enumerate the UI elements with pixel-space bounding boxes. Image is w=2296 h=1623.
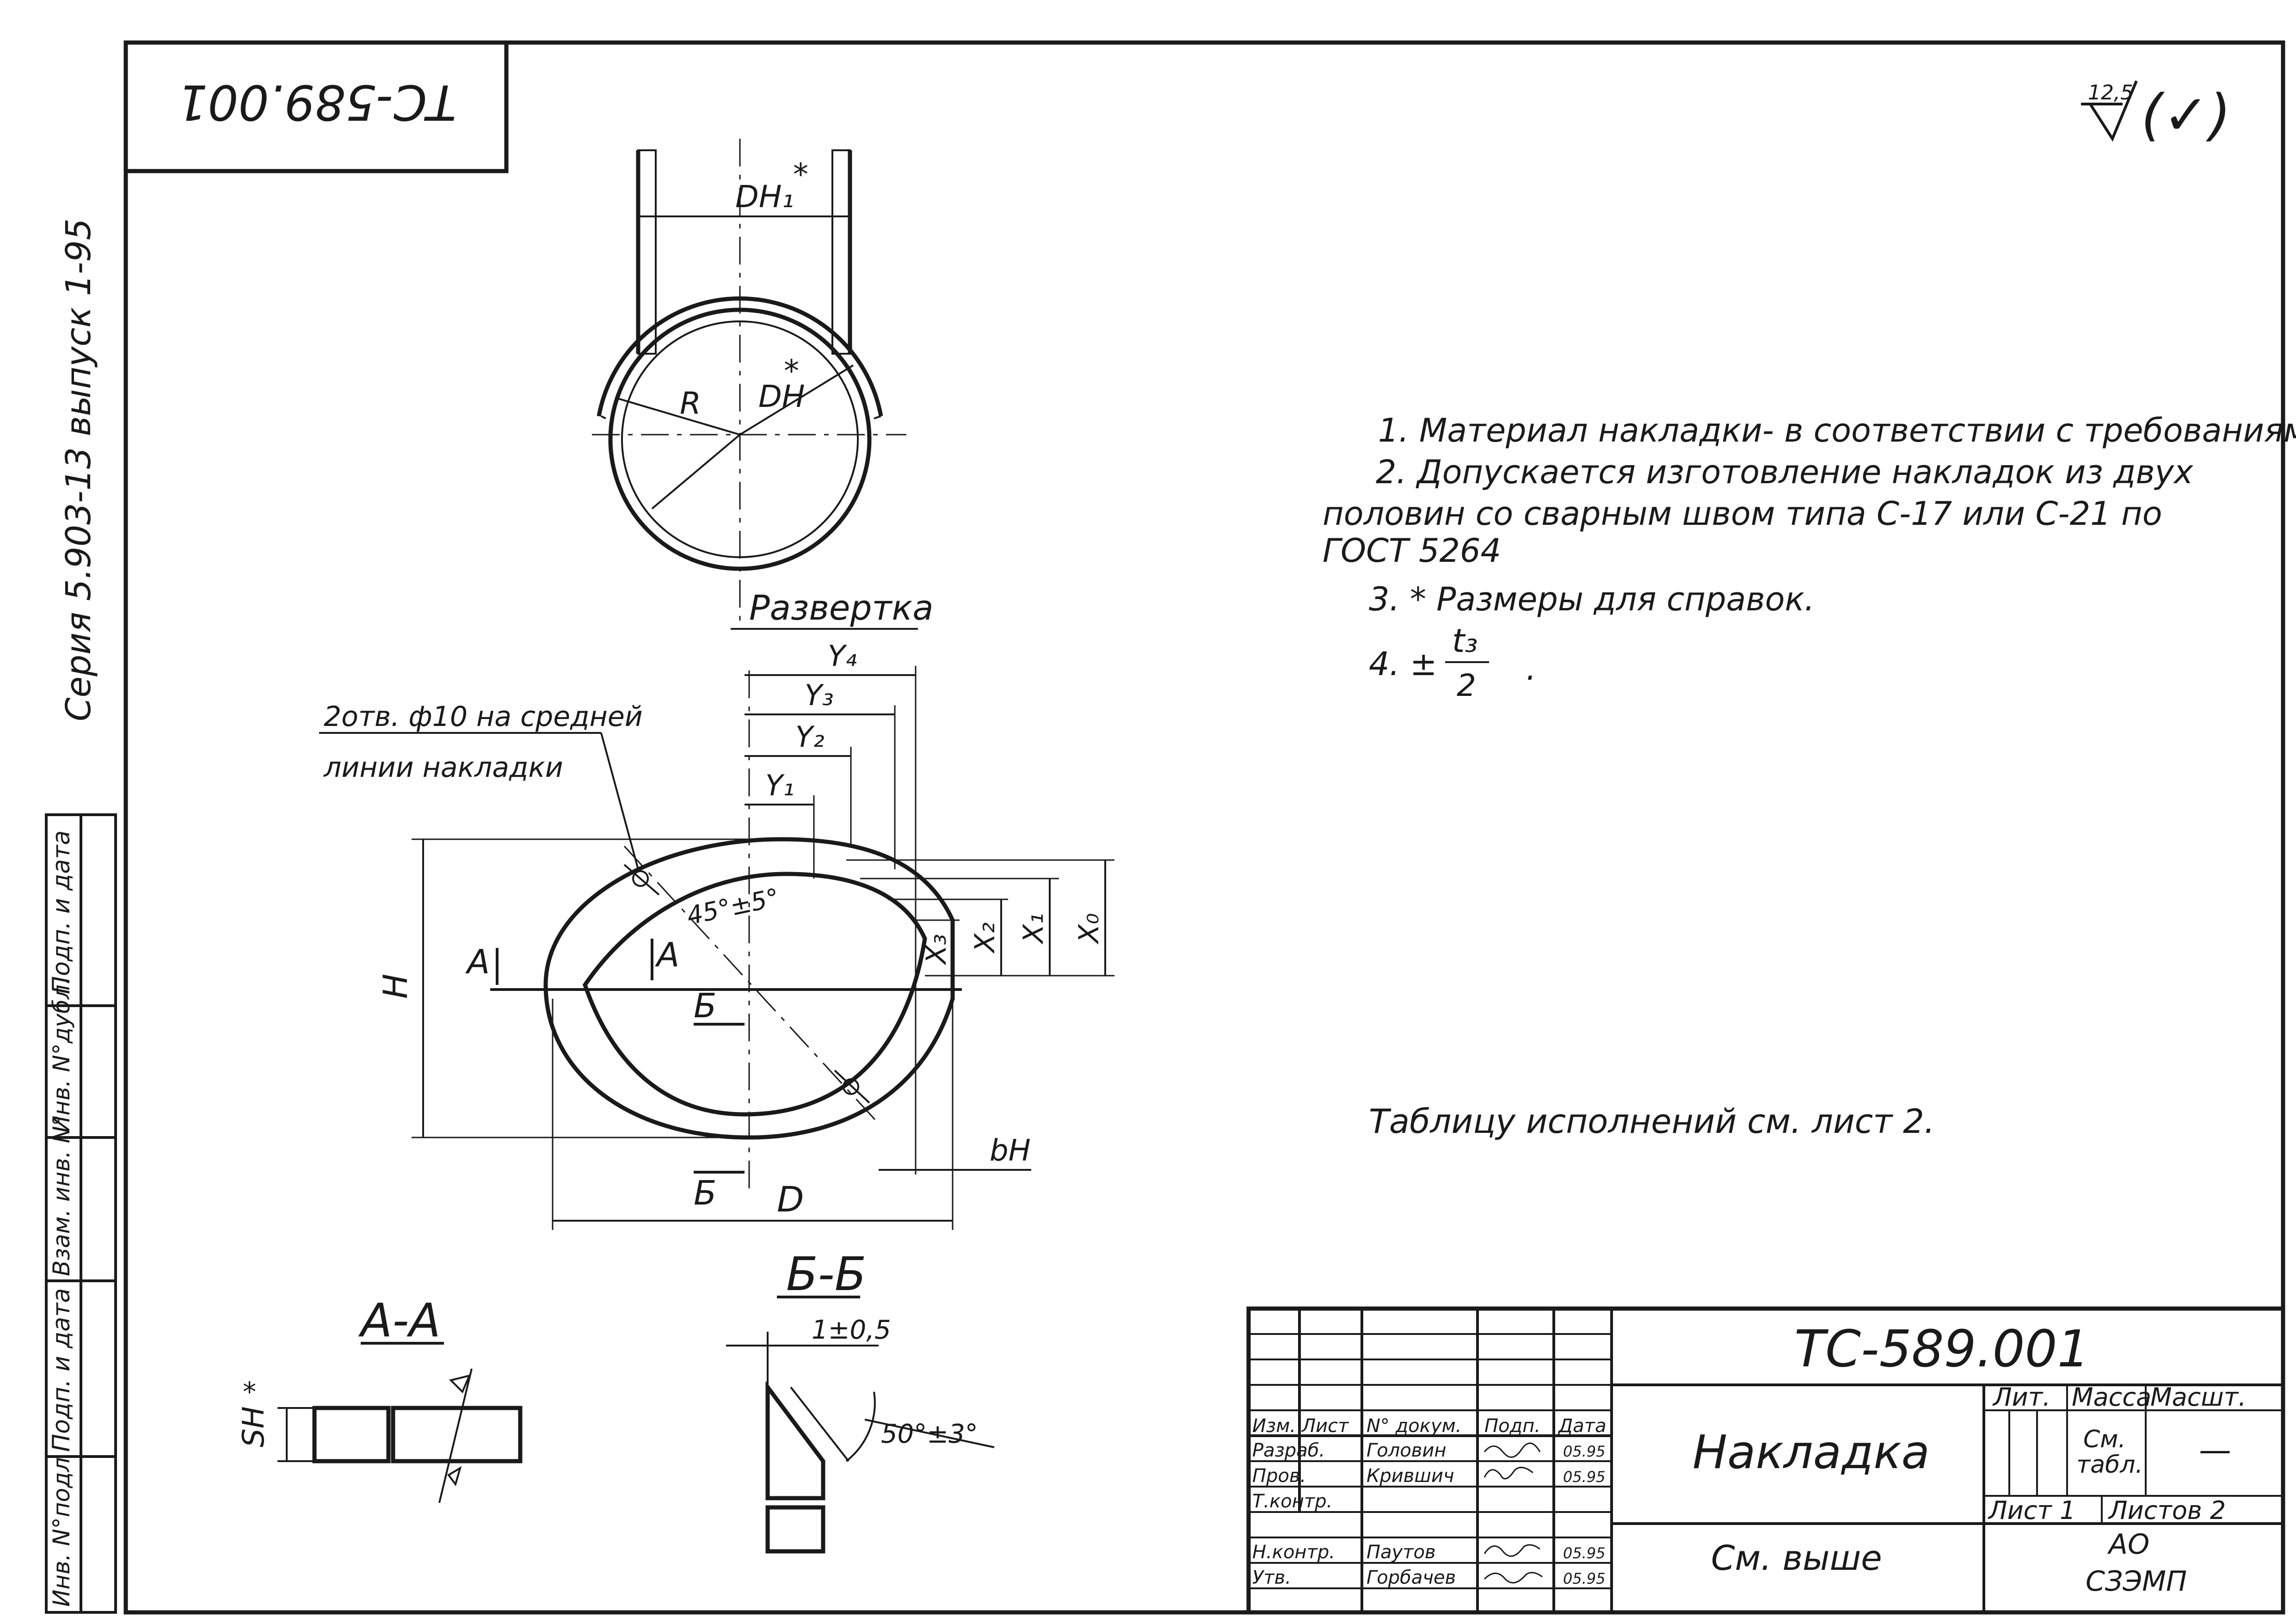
label-x0: X₀ <box>1073 913 1105 945</box>
side-box-4: Подп. и дата <box>48 1288 75 1452</box>
label-y4: Y₄ <box>828 639 857 673</box>
tb-person-1: Головин <box>1367 1440 1447 1461</box>
tb-role-3: Т.контр. <box>1252 1491 1332 1512</box>
section-aa: А-А SН * <box>237 1293 523 1503</box>
label-sn-star: * <box>243 1376 256 1408</box>
label-y2: Y₂ <box>795 720 825 754</box>
tb-mass-label: Масса <box>2072 1383 2151 1412</box>
tb-mass-value-2: табл. <box>2076 1451 2143 1479</box>
side-box-2: Инв. N°дубл. <box>48 977 75 1133</box>
label-dn1-star: * <box>793 157 808 192</box>
tb-date-4: 05.95 <box>1563 1544 1606 1562</box>
tb-material: См. выше <box>1711 1538 1882 1578</box>
section-bb: Б-Б 1±0,5 50°±3° <box>726 1247 995 1554</box>
note-1: 1. Материал накладки- в соответствии с т… <box>1378 412 2296 449</box>
holes-note-2: линии накладки <box>323 751 563 784</box>
tb-role-4: Н.контр. <box>1252 1542 1335 1563</box>
marker-b-bottom: Б <box>694 1174 716 1212</box>
signature-1 <box>1483 1442 1541 1458</box>
signature-4 <box>1483 1544 1540 1557</box>
tb-mass-value-1: См. <box>2083 1426 2126 1453</box>
development-view: Развертка 2отв. ф10 на средней линии нак… <box>319 588 1114 1230</box>
tb-date-2: 05.95 <box>1563 1468 1606 1486</box>
marker-a-right: A <box>655 935 679 974</box>
tb-person-5: Горбачев <box>1367 1567 1456 1588</box>
side-box-1: Подп. и дата <box>48 830 75 994</box>
series-text: Серия 5.903-13 выпуск 1-95 <box>59 218 98 721</box>
tb-header-izm: Изм. <box>1252 1415 1296 1437</box>
tb-designation: ТС-589.001 <box>1794 1319 2090 1378</box>
top-stamp: ТС-589.001 <box>126 43 509 173</box>
marker-b-top: Б <box>694 986 716 1025</box>
label-dn: DН <box>758 379 805 414</box>
tb-person-4: Паутов <box>1367 1542 1436 1563</box>
note-2b: половин со сварным швом типа С-17 или С-… <box>1323 495 2162 533</box>
outer-frame <box>123 40 2285 1615</box>
tb-scale-label: Масшт. <box>2150 1383 2246 1412</box>
tb-date-5: 05.95 <box>1563 1570 1606 1587</box>
notes: 1. Материал накладки- в соответствии с т… <box>1323 412 2296 1141</box>
tb-header-doc: N° докум. <box>1367 1415 1462 1437</box>
tb-org-1: АО <box>2107 1528 2149 1561</box>
pipe-view: DН₁ * R DН * <box>592 139 906 624</box>
label-x2: X₂ <box>969 922 1001 954</box>
label-d: D <box>777 1179 804 1220</box>
label-dn-star: * <box>784 353 799 389</box>
note-4-num: t₃ <box>1452 622 1478 660</box>
marker-a-left: A <box>465 942 490 981</box>
tb-header-date: Дата <box>1557 1415 1607 1437</box>
side-box-5: Инв. N°подл <box>48 1457 75 1607</box>
tb-header-sign: Подп. <box>1484 1415 1540 1437</box>
label-angle50: 50°±3° <box>881 1419 978 1449</box>
tb-scale-value: — <box>2199 1431 2231 1469</box>
note-4-den: 2 <box>1457 668 1476 703</box>
roughness-mark: 12,5 (✓) <box>2081 80 2231 148</box>
signature-5 <box>1483 1572 1543 1584</box>
signature-2 <box>1483 1467 1533 1480</box>
roughness-symbol: (✓) <box>2141 83 2231 148</box>
note-2c: ГОСТ 5264 <box>1323 532 1501 570</box>
side-strip: Серия 5.903-13 выпуск 1-95 Подп. и дата … <box>45 218 117 1614</box>
tb-name: Накладка <box>1693 1425 1930 1479</box>
note-3: 3. * Размеры для справок. <box>1369 580 1815 618</box>
label-r: R <box>680 386 701 421</box>
label-h: H <box>376 974 415 999</box>
label-x1: X₁ <box>1017 913 1050 945</box>
razvertka-title: Развертка <box>749 588 934 628</box>
title-block: ТС-589.001 Накладка См. выше Изм. Лист N… <box>1246 1306 2285 1615</box>
tb-role-5: Утв. <box>1252 1567 1291 1588</box>
note-4-dot: . <box>1526 650 1536 688</box>
tb-role-1: Разраб. <box>1252 1440 1325 1461</box>
label-x3: X₃ <box>920 934 953 965</box>
tb-lit-label: Лит. <box>1992 1383 2050 1412</box>
roughness-value: 12,5 <box>2088 81 2133 105</box>
table-note: Таблицу исполнений см. лист 2. <box>1369 1102 1935 1141</box>
tb-sheets: Листов 2 <box>2108 1496 2226 1525</box>
tb-person-2: Крившич <box>1367 1465 1454 1487</box>
section-bb-title: Б-Б <box>786 1247 866 1301</box>
label-y1: Y₁ <box>765 768 794 802</box>
label-bn: bН <box>990 1134 1031 1168</box>
tb-org-2: СЗЭМП <box>2086 1565 2187 1598</box>
tb-header-list: Лист <box>1301 1415 1349 1437</box>
label-sn: SН <box>237 1406 271 1447</box>
tb-sheet: Лист 1 <box>1988 1496 2075 1525</box>
note-2: 2. Допускается изготовление накладок из … <box>1376 453 2193 491</box>
top-stamp-text: ТС-589.001 <box>177 74 456 130</box>
label-dim-1: 1±0,5 <box>812 1315 891 1345</box>
label-y3: Y₃ <box>805 678 834 712</box>
label-dn1: DН₁ <box>735 179 794 215</box>
note-4: 4. ± <box>1369 645 1437 683</box>
tb-role-2: Пров. <box>1252 1465 1306 1487</box>
tb-date-1: 05.95 <box>1563 1443 1606 1460</box>
holes-note-1: 2отв. ф10 на средней <box>324 701 643 733</box>
section-aa-title: А-А <box>358 1293 441 1347</box>
side-box-3: Взам. инв. N° <box>48 1114 75 1276</box>
